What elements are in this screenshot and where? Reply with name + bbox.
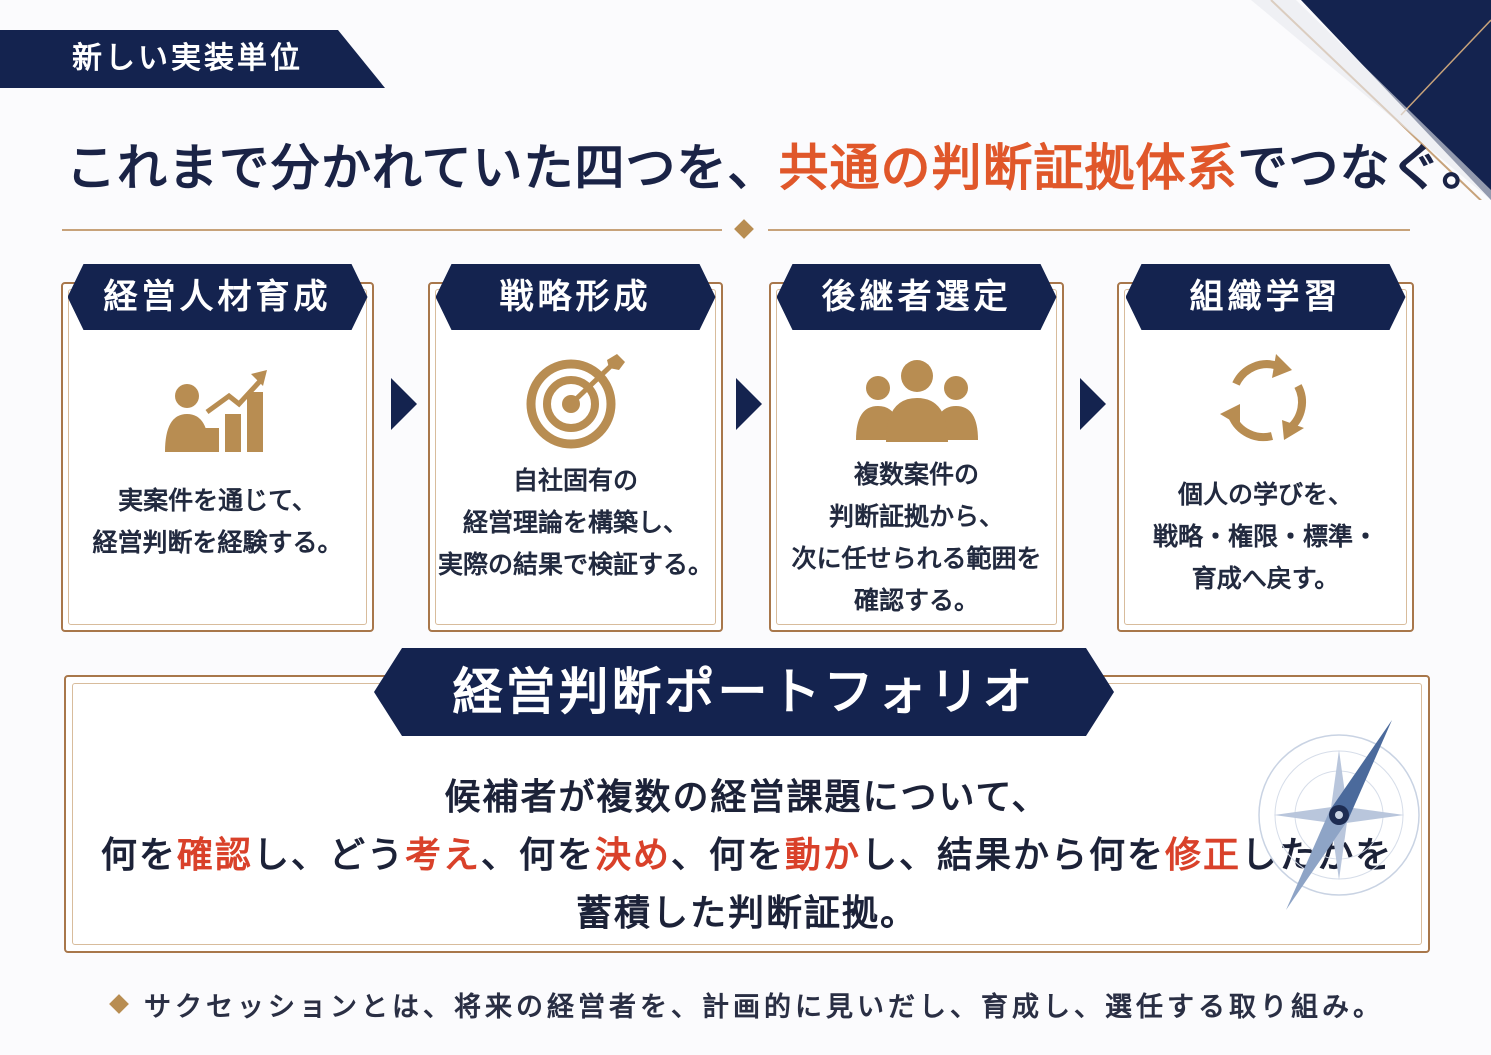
line-segment: 何を [100, 834, 177, 876]
headline-after: でつなぐ。 [1237, 138, 1491, 197]
card-line: 戦略・権限・標準・ [1152, 522, 1378, 551]
card-title: 後継者選定 [777, 264, 1057, 330]
card-management-talent: 経営人材育成 実案件を通じて、 経営判断を経験する。 [61, 282, 374, 632]
card-description: 実案件を通じて、 経営判断を経験する。 [63, 480, 372, 564]
note-diamond [109, 994, 129, 1014]
footnote: サクセッションとは、将来の経営者を、計画的に見いだし、育成し、選任する取り組み。 [144, 992, 1384, 1023]
card-line: 育成へ戻す。 [1191, 564, 1340, 593]
divider-diamond [734, 219, 754, 239]
card-description: 個人の学びを、 戦略・権限・標準・ 育成へ戻す。 [1119, 474, 1412, 600]
line-segment: 、何を [480, 834, 595, 876]
cycle-arrows-icon [1219, 354, 1306, 442]
card-line: 自社固有の [512, 466, 638, 495]
portfolio-line-1: 候補者が複数の経営課題について、 [444, 776, 1050, 818]
line-segment: し、どう [252, 834, 405, 876]
portfolio-title: 経営判断ポートフォリオ [374, 648, 1114, 736]
card-line: 経営理論を構築し、 [462, 508, 688, 537]
line-segment: 、何を [671, 834, 786, 876]
growth-chart-person-icon [164, 370, 267, 452]
card-line: 判断証拠から、 [828, 502, 1004, 531]
headline: これまで分かれていた四つを、共通の判断証拠体系でつなぐ。 [66, 128, 1491, 200]
card-line: 経営判断を経験する。 [92, 528, 343, 557]
card-successor-selection: 後継者選定 複数案件の 判断証拠から、 次に任せられる範囲を 確認する。 [769, 282, 1064, 632]
flow-arrow-1 [391, 378, 417, 430]
card-description: 複数案件の 判断証拠から、 次に任せられる範囲を 確認する。 [771, 454, 1062, 622]
card-line: 確認する。 [853, 586, 979, 615]
headline-before: これまで分かれていた四つを、 [66, 138, 779, 197]
line-segment: し、結果から何を [861, 834, 1166, 876]
compass-icon [1258, 720, 1420, 910]
card-title: 経営人材育成 [68, 264, 368, 330]
card-line: 次に任せられる範囲を [791, 544, 1042, 573]
section-tag: 新しい実装単位 [0, 30, 385, 88]
highlight-word: 考え [404, 834, 481, 876]
card-line: 実際の結果で検証する。 [437, 550, 713, 579]
divider-left [62, 229, 722, 231]
card-organizational-learning: 組織学習 個人の学びを、 戦略・権限・標準・ 育成へ戻す。 [1117, 282, 1414, 632]
headline-accent: 共通の判断証拠体系 [778, 138, 1238, 197]
divider-right [768, 229, 1410, 231]
highlight-word: 修正 [1165, 834, 1242, 876]
card-line: 個人の学びを、 [1177, 480, 1353, 509]
card-title: 戦略形成 [436, 264, 716, 330]
highlight-word: 決め [594, 834, 671, 876]
people-group-icon [855, 360, 978, 442]
highlight-word: 確認 [176, 834, 253, 876]
corner-decoration [1251, 0, 1491, 200]
card-description: 自社固有の 経営理論を構築し、 実際の結果で検証する。 [430, 460, 721, 586]
card-line: 複数案件の [853, 460, 979, 489]
portfolio-line-2: 何を確認し、どう考え、何を決め、何を動かし、結果から何を修正したかを [64, 826, 1430, 878]
highlight-word: 動か [785, 834, 862, 876]
card-strategy-formation: 戦略形成 自社固有の 経営理論を構築し、 実際の結果で検証する。 [428, 282, 723, 632]
portfolio-line-3: 蓄積した判断証拠。 [575, 892, 918, 934]
flow-arrow-2 [736, 378, 762, 430]
target-arrow-icon [526, 354, 625, 449]
card-title: 組織学習 [1126, 264, 1406, 330]
flow-arrow-3 [1080, 378, 1106, 430]
card-line: 実案件を通じて、 [118, 486, 317, 515]
